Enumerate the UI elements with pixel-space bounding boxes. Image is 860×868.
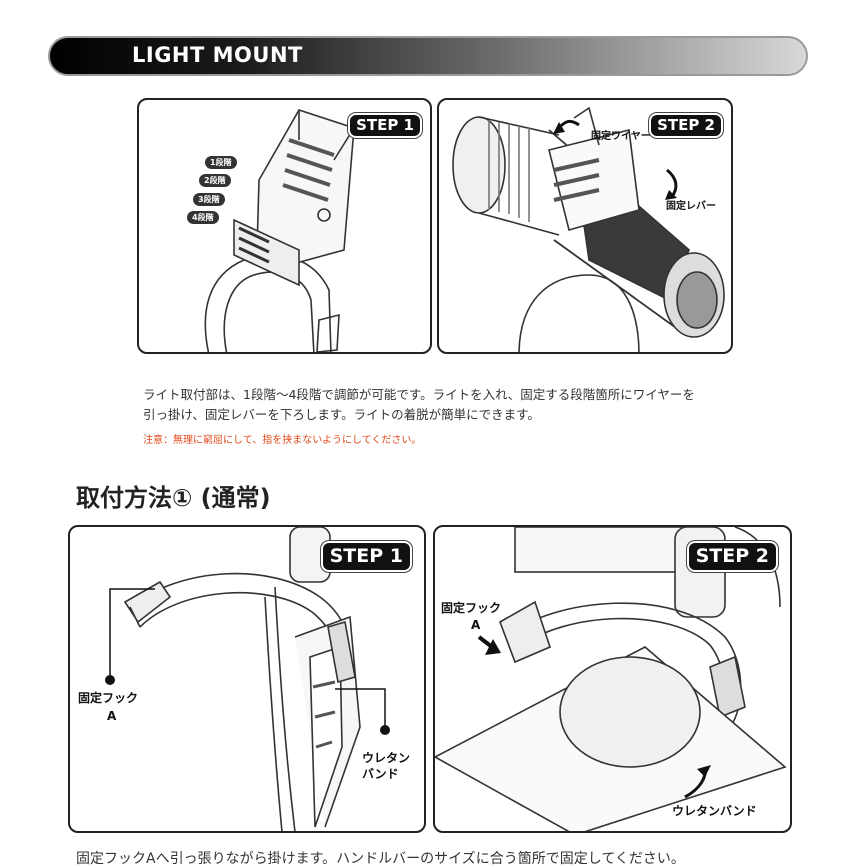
step1-badge: STEP 1: [350, 115, 420, 136]
level-2-label: 2段階: [199, 174, 231, 187]
mount-levels-illustration: [204, 109, 355, 352]
top-step2-panel: STEP 2 固定ワイヤー 固定レバー: [437, 98, 733, 354]
level-1-label: 1段階: [205, 156, 237, 169]
description-line-2: 引っ掛け、固定レバーを下ろします。ライトの着脱が簡単にできます。: [143, 407, 540, 422]
header-bar: [48, 36, 808, 76]
top-step1-panel: STEP 1 1段階 2段階 3段階 4段階: [137, 98, 432, 354]
lever-label: 固定レバー: [666, 201, 716, 212]
band-label: ウレタンバンド: [672, 804, 757, 818]
hook-a-label-line1: 固定フック: [78, 691, 139, 705]
hook-a-label-line2: A: [107, 709, 117, 723]
level-3-label: 3段階: [193, 193, 225, 206]
hook-band-illustration: [105, 527, 390, 831]
handlebar-band-illustration: [435, 527, 787, 831]
footer-text: 固定フックAへ引っ張りながら掛けます。ハンドルバーのサイズに合う箇所で固定してく…: [76, 851, 685, 867]
description-line-1: ライト取付部は、1段階～4段階で調節が可能です。ライトを入れ、固定する段階箇所に…: [143, 387, 695, 402]
step2-badge: STEP 2: [651, 115, 721, 136]
level-4-label: 4段階: [187, 211, 219, 224]
step1-badge: STEP 1: [322, 543, 410, 570]
flashlight-mount-illustration: [452, 106, 725, 352]
caution-text: 注意：無理に窮屈にして、指を挟まないようにしてください。: [143, 435, 422, 446]
hook-a-label-line1: 固定フック: [441, 601, 502, 615]
wire-label: 固定ワイヤー: [591, 131, 651, 142]
header-title: LIGHT MOUNT: [132, 43, 303, 67]
bottom-step2-panel: STEP 2 固定フック A ウレタンバンド: [433, 525, 792, 833]
band-label-line1: ウレタン: [362, 751, 411, 765]
band-label-line2: バンド: [362, 767, 399, 781]
section-title: 取付方法① (通常): [76, 484, 271, 512]
hook-a-label-line2: A: [471, 618, 481, 632]
bottom-step1-panel: STEP 1 固定フック A ウレタン バンド: [68, 525, 426, 833]
step2-badge: STEP 2: [688, 543, 776, 570]
